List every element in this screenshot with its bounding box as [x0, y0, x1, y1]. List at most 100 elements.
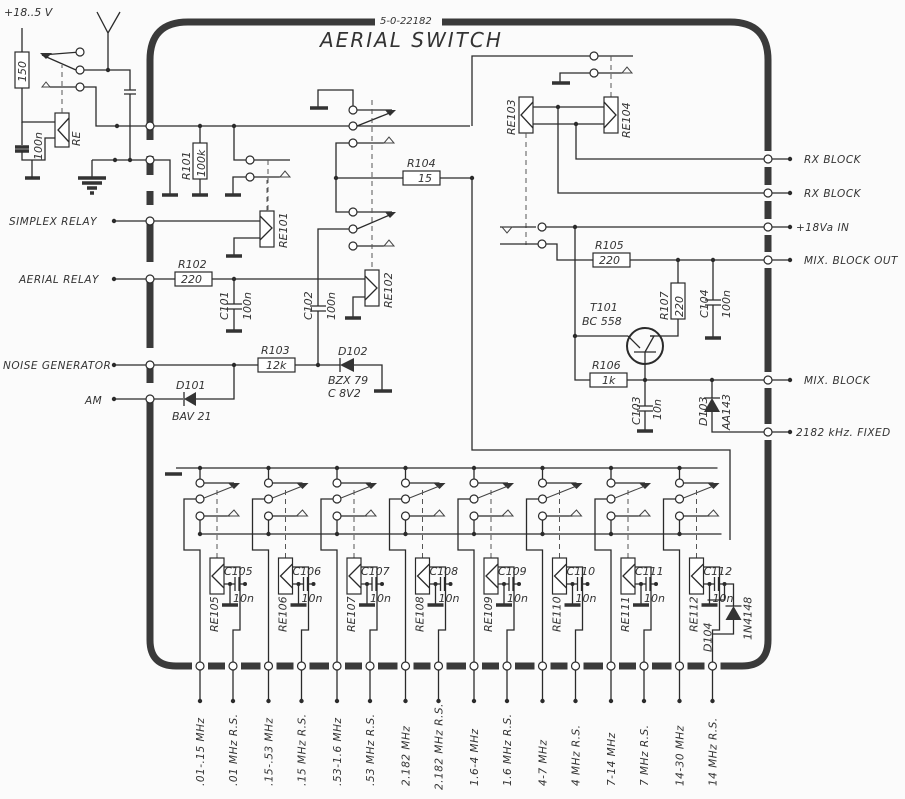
wire	[566, 566, 584, 662]
switch-arm	[546, 485, 577, 499]
bottom-pin-label: 14 MHz R.S.	[708, 717, 720, 786]
switch-arm	[340, 485, 372, 499]
diode-d101	[184, 392, 196, 406]
capacitor	[572, 577, 588, 591]
junction-dot	[403, 531, 408, 537]
re104-ref: RE104	[620, 102, 633, 138]
bottom-pin-label: .01-.15 MHz	[195, 718, 207, 787]
cap-value: 10n	[439, 592, 460, 605]
junction-dot	[243, 582, 247, 586]
d101-part: BAV 21	[172, 410, 212, 423]
relay-ref: RE109	[482, 596, 495, 632]
switch-stop-open	[706, 509, 720, 517]
d102-part2: C 8V2	[328, 387, 361, 400]
resistor-150-value: 150	[16, 61, 29, 82]
wire	[635, 566, 652, 662]
input-label-noise: NOISE GENERATOR	[3, 360, 111, 372]
r105-value: 220	[599, 254, 620, 267]
bottom-pin	[674, 661, 685, 671]
switch-contact-common	[674, 494, 685, 504]
wire	[429, 566, 447, 662]
wire	[566, 583, 574, 604]
switch-contact-nc	[400, 478, 411, 488]
bottom-pin-label: 2.182 MHz R.S.	[434, 703, 446, 790]
capacitor	[641, 577, 656, 591]
bottom-pin-label: 14-30 MHz	[675, 725, 687, 786]
document-number: 5-0-22182	[380, 16, 432, 27]
output-label-mix: MIX. BLOCK	[804, 375, 871, 387]
c101-ref: C101	[218, 291, 231, 320]
switch-contact-no	[195, 511, 205, 521]
output-label-rx1: RX BLOCK	[804, 154, 862, 166]
cap-value: 10n	[507, 592, 528, 605]
switch-contact-no	[674, 511, 685, 521]
r106-value: 1k	[602, 374, 616, 387]
wire-common	[457, 498, 475, 662]
output-label-v18: +18Va IN	[796, 222, 849, 234]
bottom-pin-terminal	[367, 698, 373, 704]
relay-ref: RE111	[619, 596, 632, 632]
switch-contact-common	[606, 494, 616, 504]
bottom-pin-label: 7 MHz R.S.	[639, 725, 651, 786]
switch-arm	[272, 485, 303, 499]
input-label-simplex: SIMPLEX RELAY	[9, 216, 98, 228]
switch-contact-no	[469, 511, 479, 521]
wire-common	[388, 498, 407, 662]
switch-contact-no	[606, 511, 616, 521]
wire	[292, 583, 300, 604]
cap-value: 10n	[713, 592, 734, 605]
diode-d102	[340, 358, 354, 372]
c102-value: 100n	[325, 292, 338, 320]
cap-value: 10n	[302, 592, 323, 605]
bottom-pin-terminal	[299, 698, 304, 704]
switch-contact-common	[332, 494, 342, 504]
bottom-pin-label: 7-14 MHz	[606, 732, 618, 786]
r107-value: 220	[673, 296, 686, 317]
switch-contact-no	[400, 511, 411, 521]
switch-contact-nc	[674, 478, 685, 488]
bottom-pin	[707, 661, 718, 671]
right-pin-mixout	[763, 255, 773, 265]
diode-d104	[725, 606, 742, 620]
d102-part: BZX 79	[328, 374, 368, 387]
wire-common	[320, 498, 338, 662]
switch-arm	[409, 485, 440, 499]
re102-ref: RE102	[382, 272, 395, 308]
switch-contact-nc	[332, 478, 342, 488]
switch-stop-open	[226, 509, 241, 517]
capacitor	[504, 577, 519, 591]
r107-ref: R107	[658, 291, 671, 320]
bottom-pin-terminal	[504, 698, 510, 704]
right-pin-v18	[763, 222, 773, 232]
bottom-pin-terminal	[436, 698, 441, 704]
relay-ref: RE105	[208, 596, 221, 632]
junction-dot	[585, 582, 590, 586]
relay-coil-symbol	[279, 563, 293, 589]
frame-bottom-left-corner	[146, 418, 190, 670]
cap-ref: C111	[635, 565, 664, 578]
c104-ref: C104	[698, 289, 711, 318]
bottom-pin	[228, 661, 238, 671]
wire	[292, 566, 310, 662]
d101-ref: D101	[176, 379, 205, 392]
bottom-pin-label: .53-1.6 MHz	[332, 718, 344, 787]
relay-ref: RE107	[345, 596, 358, 632]
band-relay-array: C10510nRE105C10610nRE106C10710nRE107C108…	[165, 465, 755, 662]
cap-ref: C106	[293, 565, 322, 578]
switch-stop-open	[295, 509, 309, 517]
input-label-aerial: AERIAL RELAY	[18, 274, 100, 286]
bottom-pin-terminal	[573, 698, 578, 704]
left-inputs: SIMPLEX RELAY RE101 AERIAL RELAY 220 R10…	[3, 180, 395, 423]
bottom-pin-label: .15 MHz R.S.	[297, 714, 309, 786]
c103-value: 10n	[651, 399, 664, 420]
switch-contact-no	[263, 511, 274, 521]
right-section: RE103 RE104 220 R105 220 R107	[471, 51, 764, 540]
cap-value: 10n	[576, 592, 597, 605]
junction-dot	[266, 531, 271, 537]
switch-contact-nc	[469, 478, 479, 488]
switch-contact-no	[537, 511, 548, 521]
supply-label: +18..5 V	[4, 6, 54, 19]
bottom-pin-terminal	[403, 698, 408, 704]
